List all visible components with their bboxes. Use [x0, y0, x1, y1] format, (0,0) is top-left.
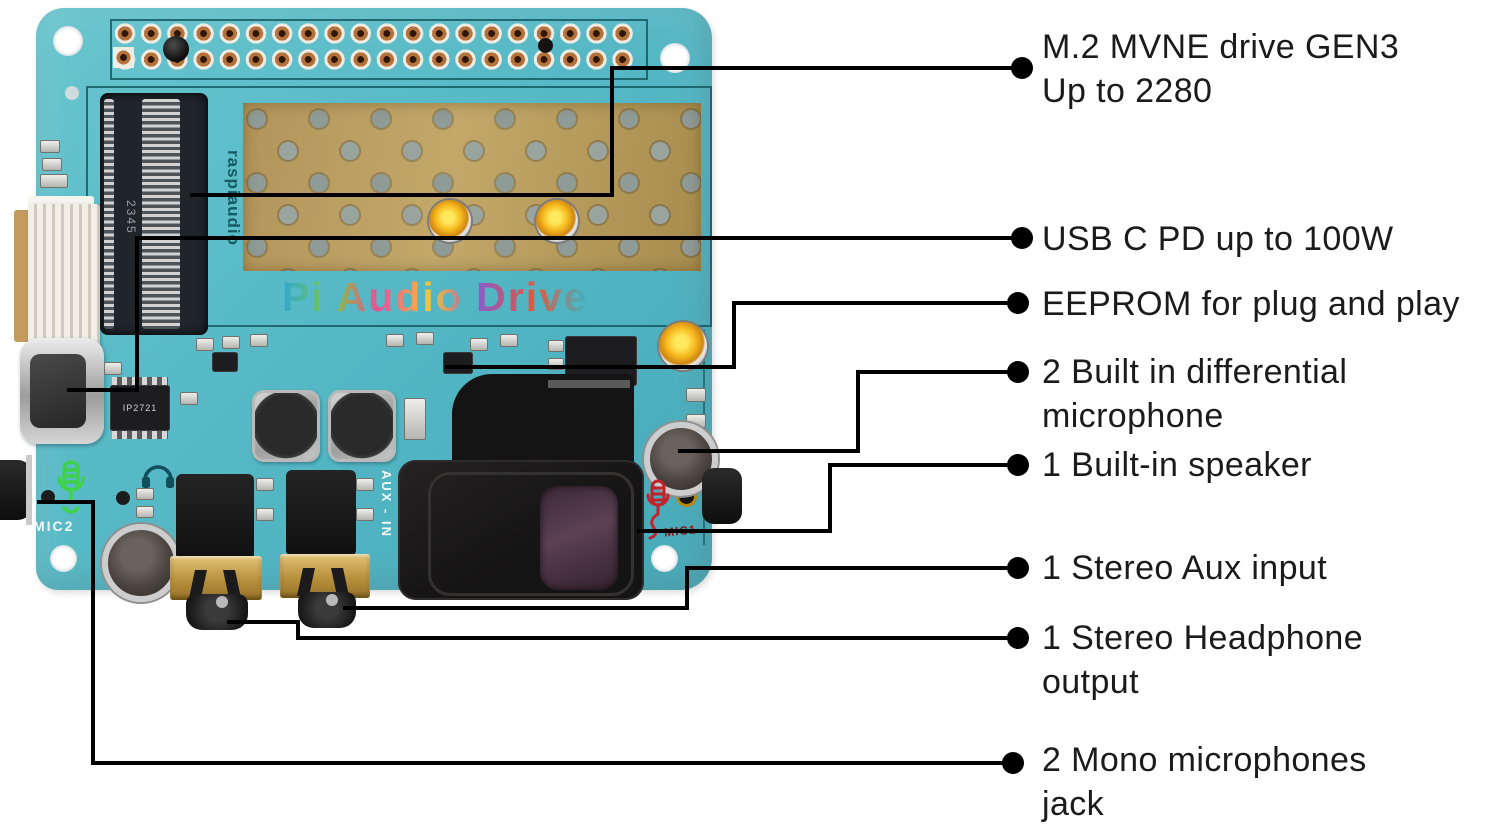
smd-pad	[180, 392, 198, 405]
smd-pad	[40, 140, 60, 153]
dot-eeprom	[1007, 292, 1029, 314]
callout-text: Up to 2280	[1042, 72, 1213, 110]
callout-text: output	[1042, 663, 1139, 701]
mic1-jack-barrel	[702, 468, 742, 524]
inductor-1	[252, 390, 320, 462]
chip-legs-bottom	[112, 431, 168, 439]
smd-pad	[470, 338, 488, 351]
m2-socket-pins	[142, 99, 180, 329]
mounting-hole-bottom-right	[651, 545, 678, 572]
mounting-hole-top-left	[53, 26, 83, 56]
smd-pad	[256, 508, 274, 521]
jack-tip	[326, 594, 338, 606]
callout-text: 1 Built-in speaker	[1042, 446, 1312, 484]
callout-usbc: USB C PD up to 100W	[1042, 217, 1394, 261]
callout-speaker: 1 Built-in speaker	[1042, 443, 1312, 487]
leader-mic	[678, 370, 1018, 453]
eeprom-chip	[443, 352, 473, 374]
smd-pad	[136, 488, 154, 500]
mic2-jack-washer	[26, 455, 32, 525]
mic2-label: MIC2	[33, 518, 75, 534]
standoff-pin	[163, 36, 189, 62]
fiducial-dot	[65, 86, 79, 100]
jack-tip	[216, 596, 228, 608]
aux-jack-body	[286, 470, 356, 556]
speaker-top-module	[452, 374, 634, 474]
led-amber-1	[429, 200, 471, 242]
smd-capacitor	[404, 398, 426, 440]
via-hole	[116, 491, 130, 505]
callout-text: jack	[1042, 785, 1105, 823]
callout-eeprom: EEPROM for plug and play	[1042, 282, 1460, 326]
smd-pad	[196, 338, 214, 351]
mounting-hole-bottom-left	[50, 545, 77, 572]
smd-pad	[222, 336, 240, 349]
gpio-pin-row-bottom	[112, 47, 638, 72]
board-title: Pi Audio Drive	[282, 274, 589, 320]
smd-pad	[250, 334, 268, 347]
smd-pad	[548, 358, 564, 370]
smd-pad	[42, 158, 62, 171]
led-amber-3	[659, 322, 707, 370]
m2-socket-pins-left	[104, 99, 114, 329]
speaker-membrane-window	[540, 486, 618, 590]
smd-pad	[356, 508, 374, 521]
smd-pad	[500, 334, 518, 347]
callout-text: 1 Stereo Aux input	[1042, 549, 1328, 587]
small-black-dot	[538, 38, 553, 53]
smd-transistor	[212, 352, 238, 372]
brand-text: raspiaudio	[224, 150, 243, 246]
dot-mono	[1002, 752, 1024, 774]
callout-text: 2 Built in differential	[1042, 353, 1348, 391]
led-amber-2	[536, 200, 578, 242]
smd-pad	[104, 362, 122, 375]
callout-mic: 2 Built in differential microphone	[1042, 350, 1347, 438]
gpio-pin1-square-pad	[113, 47, 134, 68]
speaker-module-clip	[548, 380, 630, 388]
smd-pad	[686, 388, 706, 402]
gpio-pin-row-top	[112, 21, 638, 46]
dot-m2	[1011, 57, 1033, 79]
dot-usbc	[1011, 227, 1033, 249]
usb-c-opening	[30, 354, 86, 428]
m2-date-code: 2345	[124, 200, 138, 235]
gold-heatsink-pad	[243, 103, 701, 271]
callout-m2: M.2 MVNE drive GEN3 Up to 2280	[1042, 25, 1399, 113]
dot-speaker	[1007, 454, 1029, 476]
chip-legs-top	[112, 377, 168, 385]
mounting-hole-top-right	[660, 43, 690, 73]
headphone-icon	[142, 465, 174, 488]
callout-headphone: 1 Stereo Headphone output	[1042, 616, 1363, 704]
dot-aux	[1007, 557, 1029, 579]
ffc-connector	[28, 204, 100, 348]
dot-mic	[1007, 361, 1029, 383]
mic2-electret-microphone	[102, 524, 180, 602]
callout-text: 1 Stereo Headphone	[1042, 619, 1364, 657]
smd-pad	[548, 340, 564, 352]
dot-headphone	[1007, 627, 1029, 649]
smd-pad	[386, 334, 404, 347]
aux-in-label: AUX - IN	[379, 470, 394, 538]
smd-pad	[416, 332, 434, 345]
callout-text: M.2 MVNE drive GEN3	[1042, 28, 1400, 66]
smd-pad	[256, 478, 274, 491]
callout-aux: 1 Stereo Aux input	[1042, 546, 1327, 590]
smd-pad	[40, 174, 68, 188]
smd-pad	[136, 506, 154, 518]
callout-mono: 2 Mono microphones jack	[1042, 738, 1367, 826]
callout-text: 2 Mono microphones	[1042, 741, 1367, 779]
smd-pad	[356, 478, 374, 491]
callout-text: microphone	[1042, 397, 1224, 435]
ffc-cable-edge	[14, 210, 30, 342]
inductor-2	[328, 390, 396, 462]
callout-text: EEPROM for plug and play	[1042, 285, 1460, 323]
headphone-jack-body	[176, 474, 254, 560]
pd-controller-chip: IP2721	[110, 385, 170, 431]
callout-text: USB C PD up to 100W	[1042, 220, 1394, 258]
